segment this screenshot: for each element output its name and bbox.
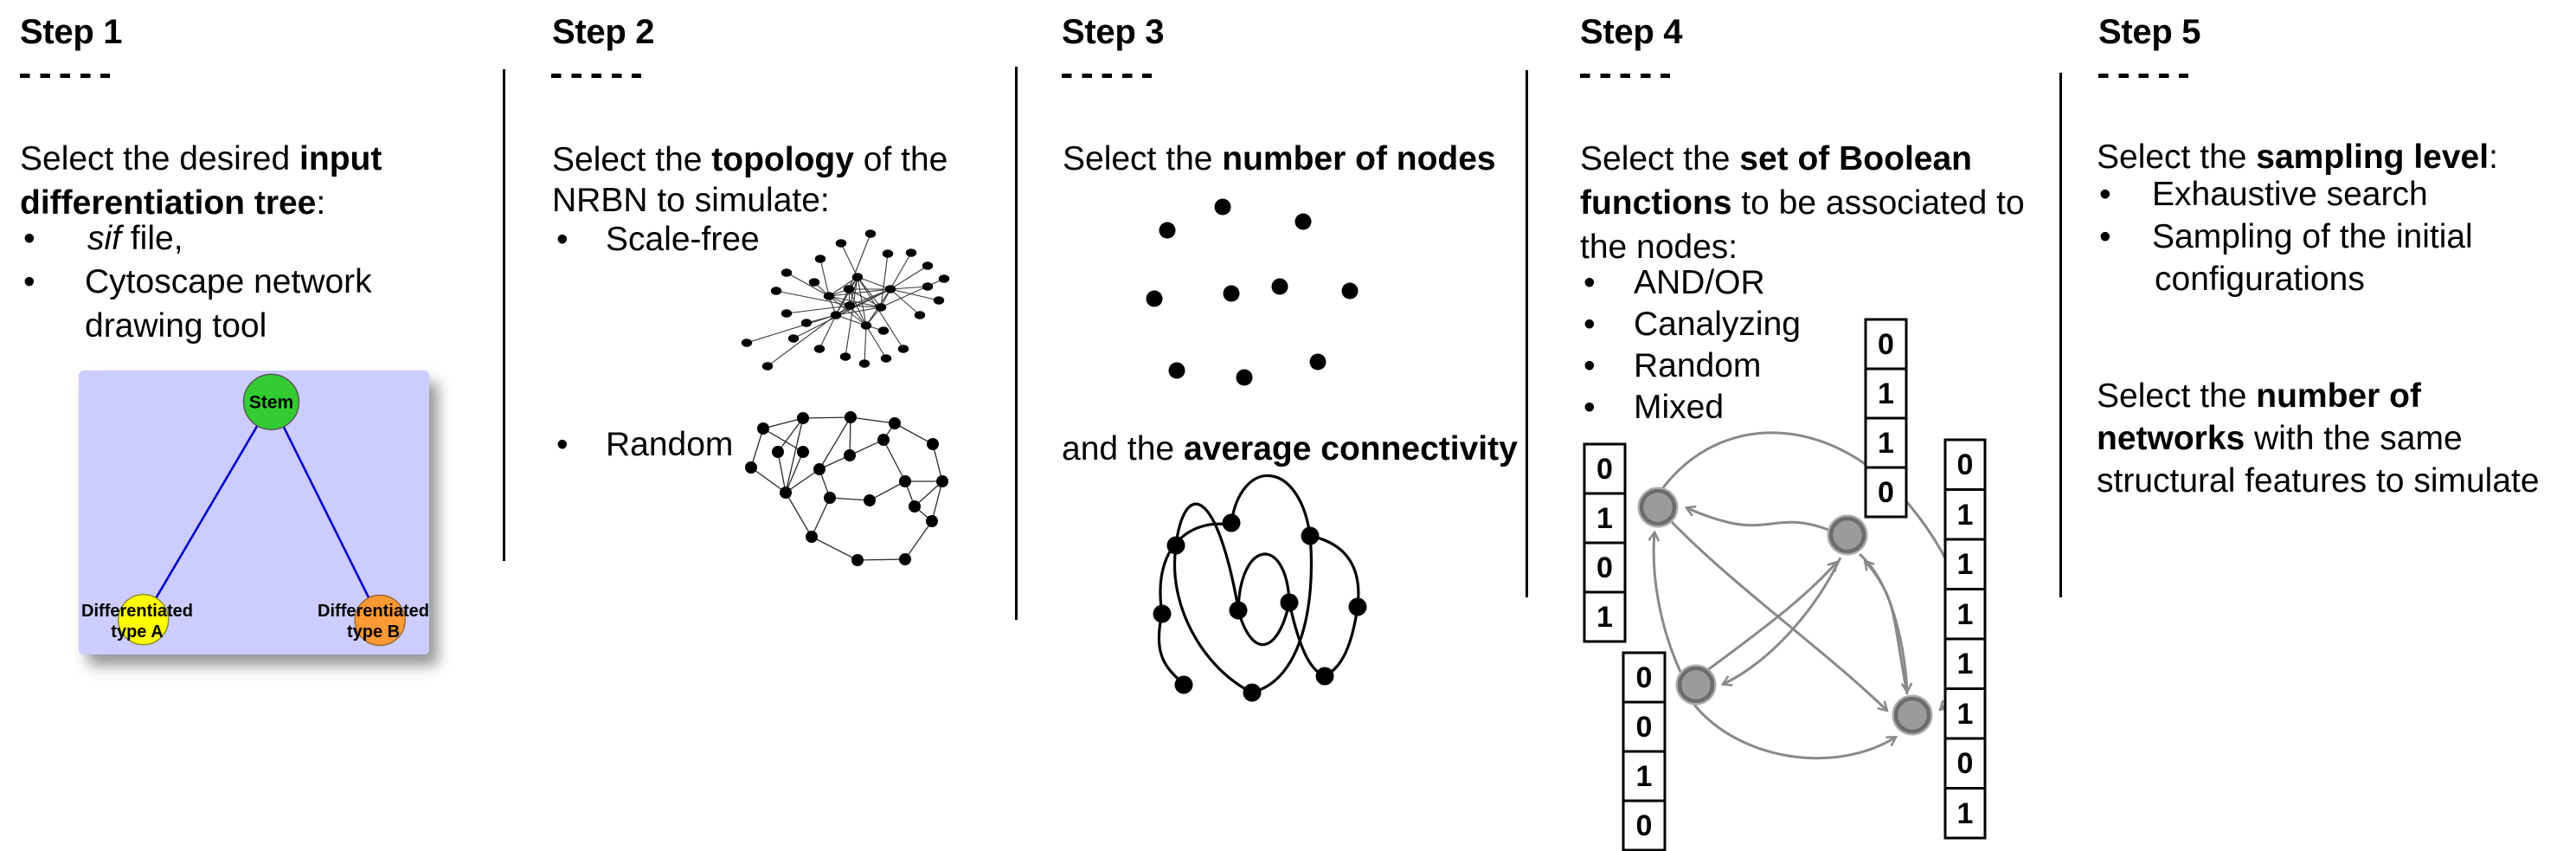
svg-text:0: 0 <box>1878 476 1894 509</box>
svg-text:1: 1 <box>1636 760 1653 793</box>
svg-text:1: 1 <box>1957 598 1974 631</box>
svg-text:0: 0 <box>1636 711 1653 744</box>
svg-text:0: 0 <box>1636 809 1653 842</box>
svg-text:1: 1 <box>1957 548 1974 581</box>
svg-text:type A: type A <box>111 622 163 641</box>
svg-text:Differentiated: Differentiated <box>81 602 193 621</box>
svg-text:Differentiated: Differentiated <box>318 602 429 621</box>
svg-text:1: 1 <box>1957 499 1974 532</box>
svg-text:0: 0 <box>1596 551 1613 584</box>
svg-text:0: 0 <box>1596 453 1613 486</box>
svg-text:1: 1 <box>1957 648 1974 680</box>
svg-text:type B: type B <box>347 622 400 641</box>
svg-text:0: 0 <box>1636 661 1653 694</box>
svg-text:1: 1 <box>1878 377 1894 410</box>
svg-text:1: 1 <box>1596 502 1613 535</box>
svg-text:0: 0 <box>1957 747 1974 780</box>
svg-text:0: 0 <box>1957 448 1974 481</box>
svg-text:Stem: Stem <box>249 393 293 413</box>
svg-text:1: 1 <box>1957 698 1974 731</box>
svg-text:1: 1 <box>1596 601 1613 634</box>
svg-text:0: 0 <box>1878 328 1894 361</box>
svg-text:1: 1 <box>1878 427 1894 460</box>
svg-text:1: 1 <box>1957 797 1974 830</box>
